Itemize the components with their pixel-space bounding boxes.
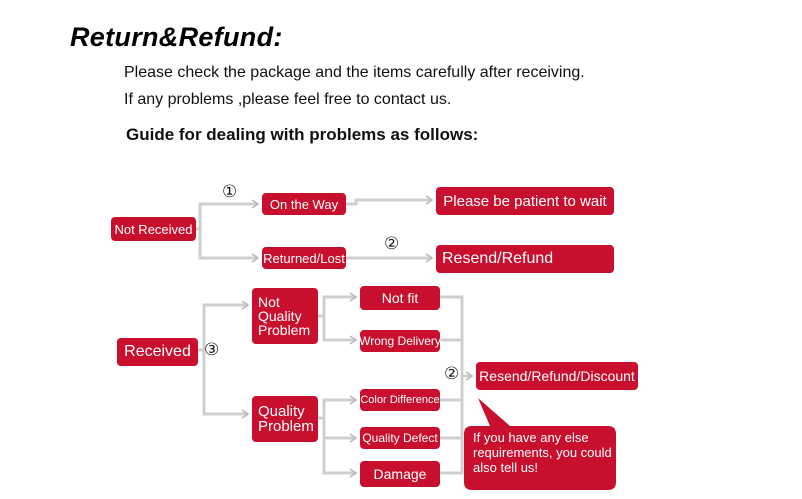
- box-received: Received: [117, 338, 198, 366]
- quality-line-1: Quality: [258, 403, 305, 420]
- box-not-quality-problem: Not Quality Problem: [252, 288, 318, 344]
- box-please-wait: Please be patient to wait: [436, 187, 614, 215]
- step-number-2: ②: [384, 234, 400, 254]
- step-number-2b: ②: [444, 364, 460, 384]
- speech-bubble-shape: [464, 398, 616, 490]
- not-quality-line-3: Problem: [258, 322, 311, 338]
- box-on-the-way: On the Way: [262, 193, 346, 215]
- bubble-text: If you have any else requirements, you c…: [473, 430, 612, 475]
- box-damage: Damage: [360, 461, 440, 487]
- box-wrong-delivery: Wrong Delivery: [359, 330, 441, 352]
- guide-heading: Guide for dealing with problems as follo…: [126, 125, 479, 144]
- box-not-fit: Not fit: [360, 286, 440, 310]
- box-returned-lost: Returned/Lost: [262, 247, 346, 269]
- page-title: Return&Refund:: [70, 22, 283, 52]
- intro-line-2: If any problems ,please feel free to con…: [124, 91, 452, 108]
- intro-line-1: Please check the package and the items c…: [124, 64, 585, 81]
- box-quality-problem: Quality Problem: [252, 396, 318, 442]
- not-quality-line-2: Quality: [258, 308, 302, 324]
- box-resend-refund-discount: Resend/Refund/Discount: [476, 362, 638, 390]
- quality-line-2: Problem: [258, 418, 314, 435]
- box-not-received: Not Received: [111, 217, 196, 241]
- box-color-difference: Color Difference: [360, 389, 440, 411]
- box-quality-defect: Quality Defect: [360, 427, 440, 449]
- box-resend-refund: Resend/Refund: [436, 245, 614, 273]
- step-number-1: ①: [222, 182, 238, 202]
- step-number-3: ③: [204, 340, 220, 360]
- not-quality-line-1: Not: [258, 294, 280, 310]
